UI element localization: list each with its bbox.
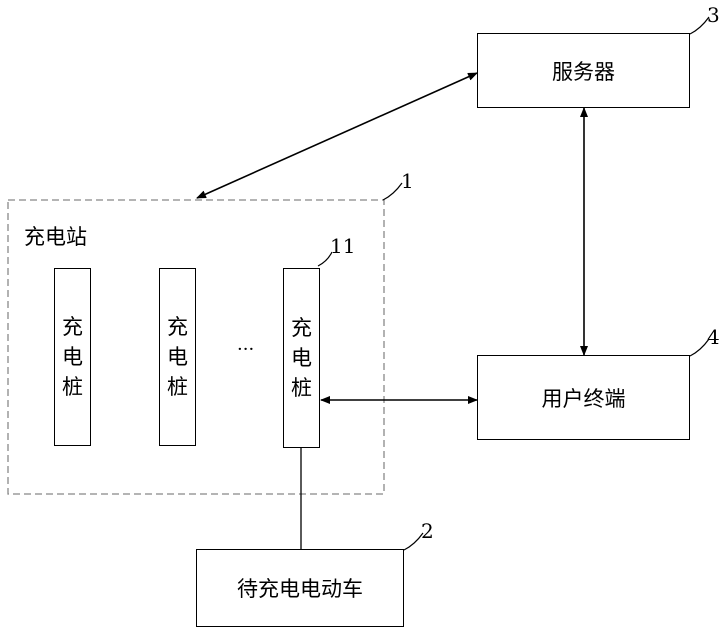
charging-pile-3: 充 电 桩	[283, 268, 320, 448]
pile-ellipsis: ···	[237, 341, 254, 359]
vehicle-label: 待充电电动车	[237, 573, 363, 603]
pile-char: 电	[167, 342, 188, 372]
pile-char: 充	[167, 312, 188, 342]
user-terminal-label: 用户终端	[542, 383, 626, 413]
vehicle-ref-number: 2	[421, 521, 434, 541]
charging-pile-2: 充 电 桩	[159, 268, 196, 446]
charging-pile-ref-number: 11	[330, 236, 355, 256]
pile-char: 充	[62, 312, 83, 342]
user-terminal-ref-number: 4	[707, 327, 720, 347]
pile-char: 桩	[167, 372, 188, 402]
charging-station-ref-number: 1	[401, 171, 414, 191]
pile-char: 桩	[291, 373, 312, 403]
server-box: 服务器	[477, 33, 690, 108]
pile-char: 桩	[62, 372, 83, 402]
pile-char: 电	[291, 343, 312, 373]
pile-char: 电	[62, 342, 83, 372]
charging-station-label: 充电站	[24, 227, 87, 248]
server-station-link	[197, 73, 477, 198]
user-terminal-box: 用户终端	[477, 355, 690, 440]
server-label: 服务器	[552, 56, 615, 86]
pile-char: 充	[291, 313, 312, 343]
vehicle-box: 待充电电动车	[196, 549, 404, 627]
charging-pile-1: 充 电 桩	[54, 268, 91, 446]
server-ref-number: 3	[707, 5, 720, 25]
leader-1	[383, 183, 402, 200]
